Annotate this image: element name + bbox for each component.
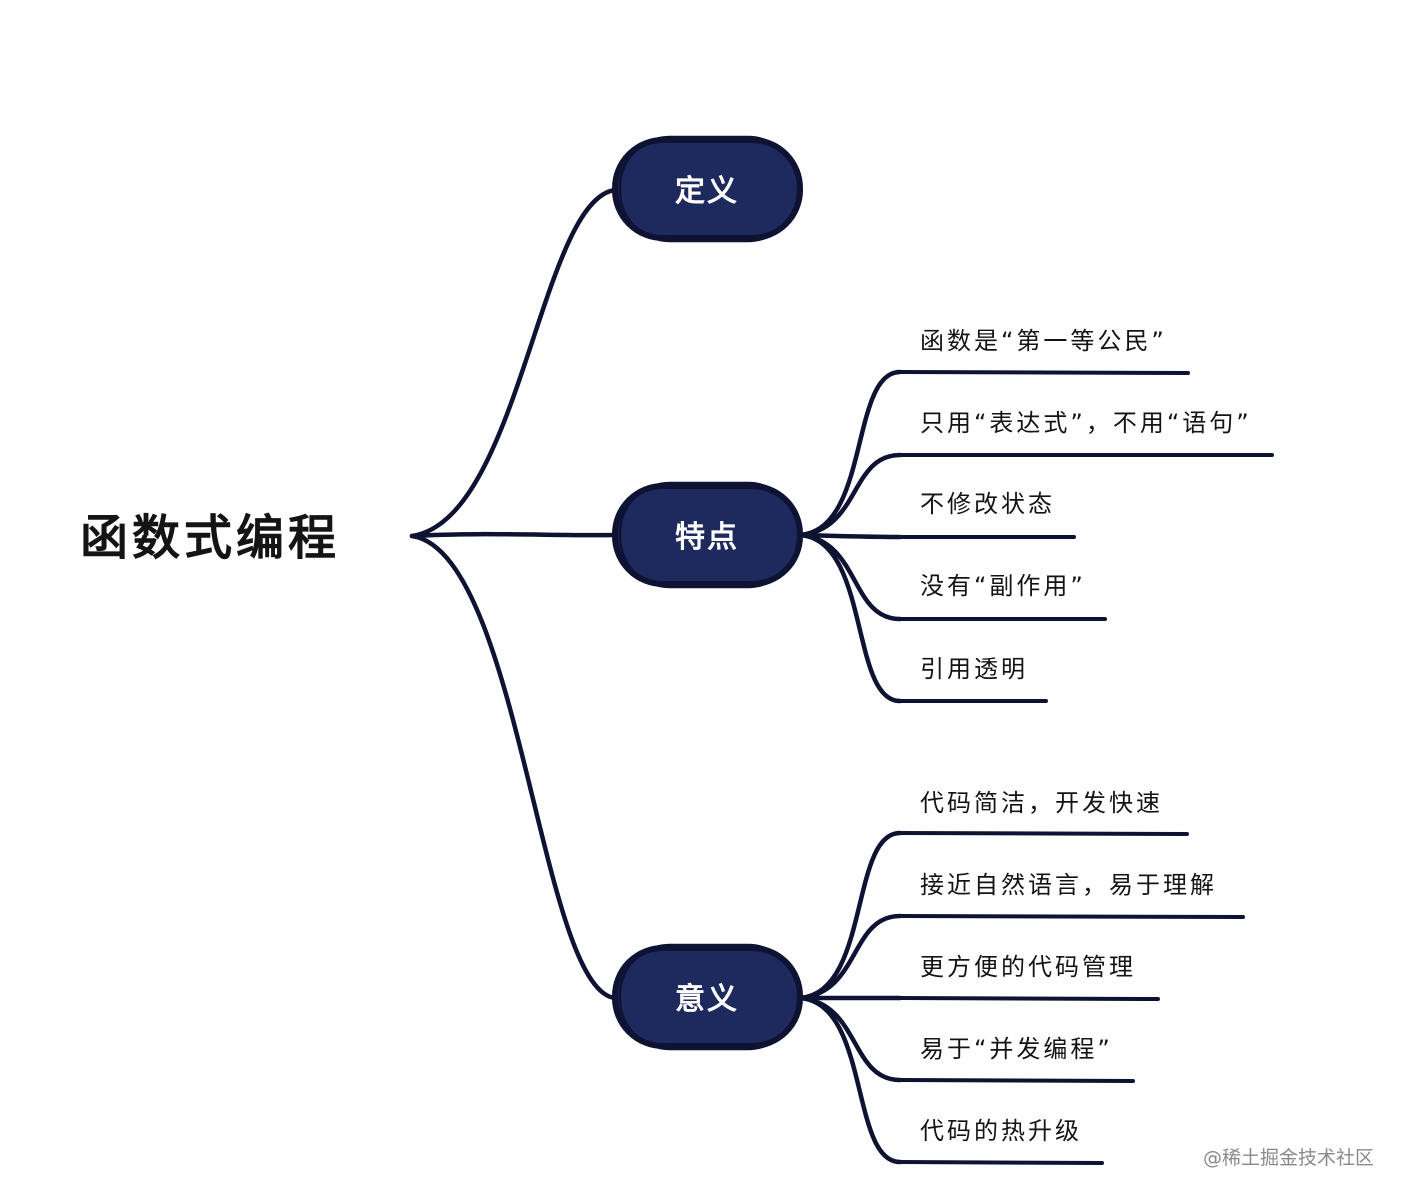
leaf-underline (898, 1078, 1135, 1083)
root-title: 函数式编程 (80, 510, 340, 566)
link-root-definition (409, 187, 618, 539)
branch-significance: 意义 (612, 943, 803, 1051)
significance-leaves: 代码简洁，开发快速 接近自然语言，易于理解 更方便的代码管理 易于“并发编程” … (797, 789, 1245, 1165)
link-significance-leaf (797, 995, 903, 1165)
link-significance-leaf (797, 830, 903, 1001)
leaf-item: 不修改状态 (920, 490, 1055, 518)
branch-label-definition: 定义 (675, 174, 739, 209)
leaf-item: 引用透明 (920, 655, 1028, 683)
leaf-underline (898, 996, 1160, 1001)
link-significance-leaf (797, 913, 903, 1001)
leaf-item: 只用“表达式”，不用“语句” (920, 409, 1252, 437)
leaf-item: 代码的热升级 (920, 1117, 1082, 1145)
root-connectors (409, 187, 618, 1001)
branch-label-significance: 意义 (675, 982, 739, 1017)
leaf-item: 函数是“第一等公民” (920, 327, 1167, 355)
link-features-leaf (797, 532, 903, 704)
watermark: @稀土掘金技术社区 (1202, 1147, 1374, 1169)
branch-definition: 定义 (612, 135, 803, 243)
branch-label-features: 特点 (675, 520, 739, 555)
leaf-underline (898, 914, 1245, 919)
leaf-item: 代码简洁，开发快速 (920, 789, 1163, 817)
leaf-item: 接近自然语言，易于理解 (920, 871, 1217, 899)
leaf-underline (898, 831, 1189, 836)
link-significance-leaf (797, 995, 903, 1083)
leaf-underline (898, 1160, 1104, 1165)
leaf-item: 更方便的代码管理 (920, 953, 1136, 981)
link-root-significance (409, 533, 618, 1001)
link-root-features (409, 531, 618, 539)
leaf-underline (898, 370, 1190, 375)
features-leaves: 函数是“第一等公民” 只用“表达式”，不用“语句” 不修改状态 没有“副作用” … (797, 327, 1274, 704)
branch-features: 特点 (612, 481, 803, 589)
link-features-leaf (797, 369, 903, 538)
leaf-item: 易于“并发编程” (920, 1035, 1113, 1063)
leaf-item: 没有“副作用” (920, 572, 1086, 600)
link-features-leaf (797, 532, 903, 622)
link-features-leaf (797, 452, 903, 538)
